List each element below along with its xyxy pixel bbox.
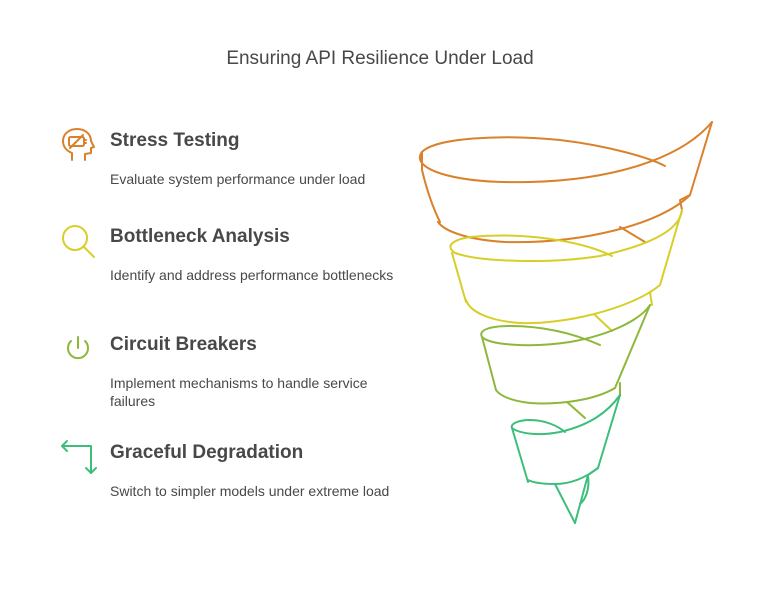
circuit-breakers-description: Implement mechanisms to handle service f… (110, 375, 368, 409)
funnel-band-bottleneck-analysis (449, 209, 683, 332)
graceful-degradation-description: Switch to simpler models under extreme l… (110, 483, 390, 499)
funnel-band-stress-testing (419, 121, 713, 244)
bottleneck-analysis-heading: Bottleneck Analysis (110, 226, 290, 247)
graceful-degradation-heading: Graceful Degradation (110, 442, 304, 463)
power-icon (67, 336, 89, 360)
spiral-funnel-illustration (419, 121, 713, 524)
funnel-band-circuit-breakers (480, 304, 651, 419)
stress-testing-description: Evaluate system performance under load (110, 171, 366, 187)
diagram-title: Ensuring API Resilience Under Load (226, 48, 534, 69)
stress-testing-heading: Stress Testing (110, 130, 240, 151)
head-battery-icon (62, 128, 95, 161)
funnel-band-graceful-degradation (510, 394, 621, 524)
turn-down-arrow-icon (61, 440, 97, 474)
circuit-breakers-heading: Circuit Breakers (110, 334, 257, 355)
magnifier-icon (62, 225, 95, 258)
bottleneck-analysis-description: Identify and address performance bottlen… (110, 267, 394, 283)
